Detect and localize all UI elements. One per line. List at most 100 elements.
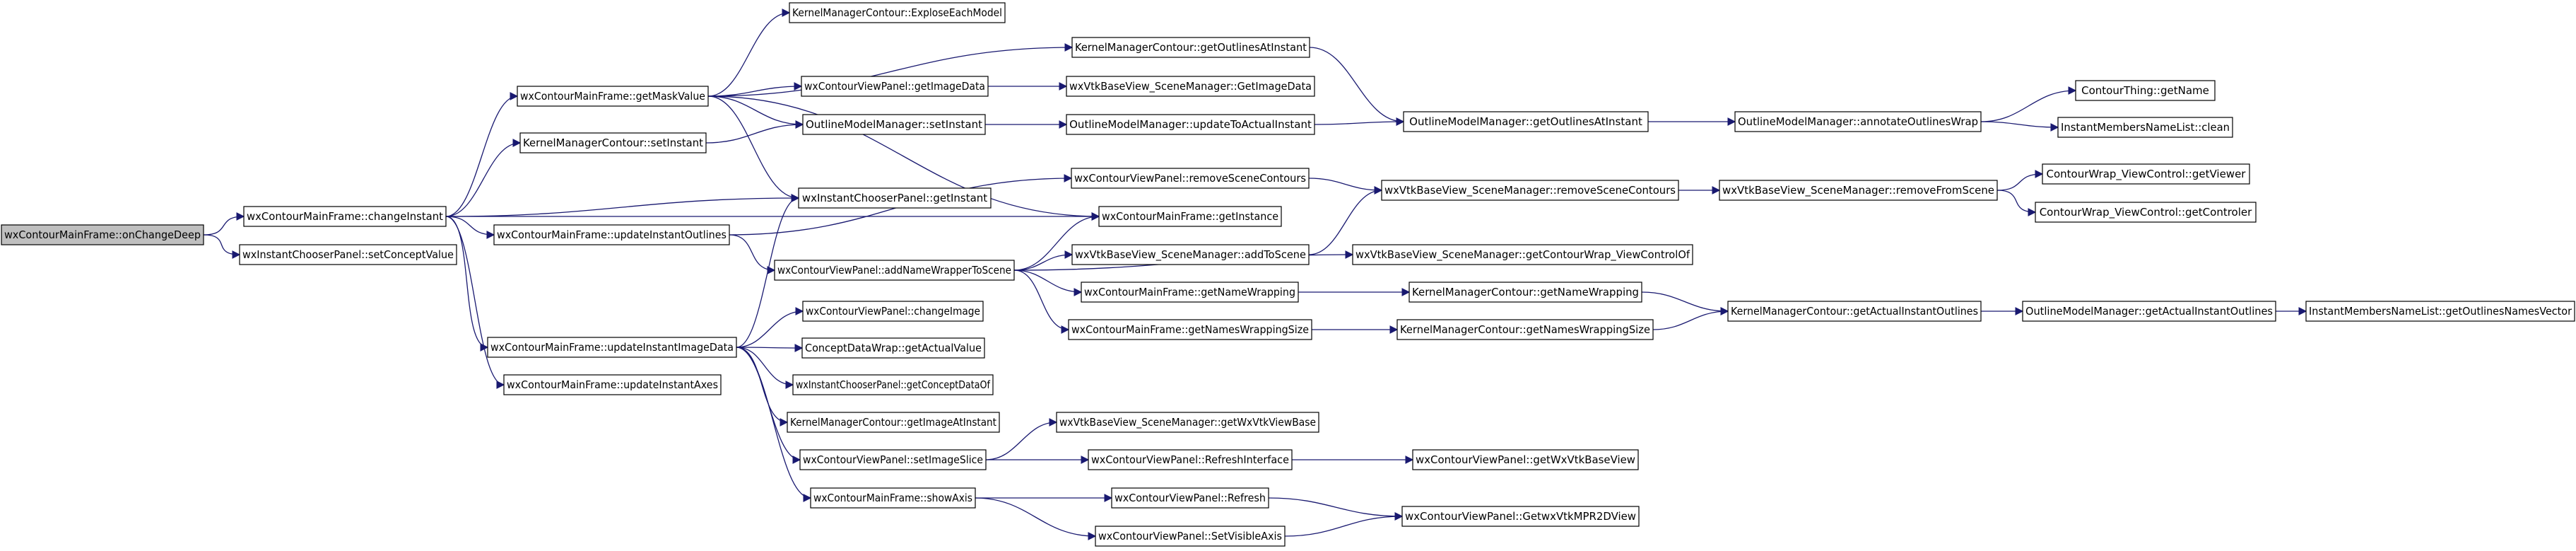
node-wxcontourviewpanel-changeimage[interactable]: wxContourViewPanel::changeImage <box>802 301 984 322</box>
node-label: wxContourViewPanel::SetVisibleAxis <box>1098 530 1282 543</box>
edge-cvpr-to-cvpgmpr <box>1268 497 1404 521</box>
node-wxcontourviewpanel-setimageslice[interactable]: wxContourViewPanel::setImageSlice <box>799 449 987 470</box>
node-wxcontourmainframe-getmaskvalue[interactable]: wxContourMainFrame::getMaskValue <box>517 86 709 107</box>
node-box <box>799 449 987 470</box>
edge-ci-to-uia <box>445 216 505 389</box>
node-kernelmanagercontour-setinstant[interactable]: KernelManagerContour::setInstant <box>519 132 707 153</box>
node-wxcontourmainframe-getnameswrappingsize[interactable]: wxContourMainFrame::getNamesWrappingSize <box>1068 319 1312 340</box>
edge-vrfs-to-cwgv <box>1996 170 2044 191</box>
node-wxcontourmainframe-updateinstantoutlines[interactable]: wxContourMainFrame::updateInstantOutline… <box>493 224 730 245</box>
node-outlinemodelmanager-getoutlinesatinstant[interactable]: OutlineModelManager::getOutlinesAtInstan… <box>1403 111 1649 132</box>
node-wxcontourviewpanel-getwxvtkbaseview[interactable]: wxContourViewPanel::getWxVtkBaseView <box>1412 449 1639 470</box>
node-wxcontourviewpanel-refreshinterface[interactable]: wxContourViewPanel::RefreshInterface <box>1088 449 1293 470</box>
node-box <box>487 337 737 358</box>
edge-anwts-to-cmfgnws <box>1013 269 1070 334</box>
node-label: KernelManagerContour::getNamesWrappingSi… <box>1400 323 1650 336</box>
edge-uiid-to-gi <box>736 194 800 348</box>
node-box <box>1403 111 1649 132</box>
node-wxcontourmainframe-onchangedeep[interactable]: wxContourMainFrame::onChangeDeep <box>1 224 204 245</box>
node-wxvtkbaseview-scenemanager-getcontourwrap-viewcontrolof[interactable]: wxVtkBaseView_SceneManager::getContourWr… <box>1352 244 1693 265</box>
edge-kmcsi-to-omsi <box>705 120 804 144</box>
node-label: OutlineModelManager::updateToActualInsta… <box>1069 118 1312 131</box>
node-wxvtkbaseview-scenemanager-addtoscene[interactable]: wxVtkBaseView_SceneManager::addToScene <box>1071 244 1310 265</box>
node-wxcontourviewpanel-refresh[interactable]: wxContourViewPanel::Refresh <box>1111 487 1269 509</box>
node-label: wxContourMainFrame::changeInstant <box>247 210 443 223</box>
node-box <box>2035 202 2257 223</box>
node-wxcontourmainframe-changeinstant[interactable]: wxContourMainFrame::changeInstant <box>243 206 447 227</box>
node-label: wxContourMainFrame::getMaskValue <box>520 90 705 103</box>
edge-cvpsva-to-cvpgmpr <box>1284 512 1404 537</box>
edge-gmv-to-omsi <box>707 95 804 129</box>
node-wxcontourviewpanel-getwxvtkmpr2dview[interactable]: wxContourViewPanel::GetwxVtkMPR2DView <box>1401 506 1640 527</box>
edge-ci-to-kmcsi <box>445 139 522 217</box>
node-contourthing-getname[interactable]: ContourThing::getName <box>2075 80 2216 101</box>
edge-uiid-to-cvpci <box>736 307 804 348</box>
node-wxcontourmainframe-showaxis[interactable]: wxContourMainFrame::showAxis <box>810 487 976 509</box>
node-box <box>810 487 976 509</box>
node-box <box>792 374 994 395</box>
node-box <box>2022 301 2276 322</box>
node-box <box>774 260 1015 281</box>
edge-anwts-to-cmfgi <box>1013 212 1100 271</box>
node-label: wxContourViewPanel::setImageSlice <box>803 453 983 466</box>
node-outlinemodelmanager-updatetoactualinstant[interactable]: OutlineModelManager::updateToActualInsta… <box>1066 114 1315 135</box>
node-wxvtkbaseview-scenemanager-removescenecontours[interactable]: wxVtkBaseView_SceneManager::removeSceneC… <box>1381 180 1679 201</box>
node-kernelmanagercontour-exploseeachmodel[interactable]: KernelManagerContour::ExploseEachModel <box>789 2 1006 23</box>
node-label: ContourThing::getName <box>2081 84 2209 97</box>
node-wxvtkbaseview-scenemanager-getimagedata[interactable]: wxVtkBaseView_SceneManager::GetImageData <box>1066 76 1315 97</box>
node-box <box>1068 319 1312 340</box>
node-wxcontourmainframe-getnamewrapping[interactable]: wxContourMainFrame::getNameWrapping <box>1081 282 1299 303</box>
node-label: KernelManagerContour::getNameWrapping <box>1412 286 1639 298</box>
node-wxcontourmainframe-getinstance[interactable]: wxContourMainFrame::getInstance <box>1098 206 1282 227</box>
node-label: KernelManagerContour::getImageAtInstant <box>790 416 996 429</box>
node-box <box>1408 282 1642 303</box>
node-kernelmanagercontour-getoutlinesatinstant[interactable]: KernelManagerContour::getOutlinesAtInsta… <box>1071 37 1310 58</box>
node-box <box>1071 37 1310 58</box>
node-box <box>2305 301 2575 322</box>
node-label: wxContourViewPanel::GetwxVtkMPR2DView <box>1405 510 1636 523</box>
node-outlinemodelmanager-setinstant[interactable]: OutlineModelManager::setInstant <box>802 114 986 135</box>
node-wxcontourviewpanel-removescenecontours[interactable]: wxContourViewPanel::removeSceneContours <box>1071 168 1310 189</box>
node-label: wxVtkBaseView_SceneManager::getContourWr… <box>1355 248 1690 262</box>
node-wxcontourviewpanel-getimagedata[interactable]: wxContourViewPanel::getImageData <box>801 76 989 97</box>
node-wxvtkbaseview-scenemanager-removefromscene[interactable]: wxVtkBaseView_SceneManager::removeFromSc… <box>1719 180 1998 201</box>
node-conceptdatawrap-getactualvalue[interactable]: ConceptDataWrap::getActualValue <box>801 337 985 359</box>
node-box <box>1396 319 1654 340</box>
edge-omaow-to-imnlc <box>1980 121 2059 132</box>
edge-cmfsa-to-cvpsva <box>975 497 1097 540</box>
node-wxinstantchooserpanel-getinstant[interactable]: wxInstantChooserPanel::getInstant <box>798 187 992 209</box>
node-outlinemodelmanager-getactualinstantoutlines[interactable]: OutlineModelManager::getActualInstantOut… <box>2022 301 2276 322</box>
node-box <box>801 76 989 97</box>
node-box <box>1066 114 1315 135</box>
node-wxcontourviewpanel-addnamewrappertoscene[interactable]: wxContourViewPanel::addNameWrapperToScen… <box>774 260 1015 281</box>
node-label: wxVtkBaseView_SceneManager::removeSceneC… <box>1384 184 1676 197</box>
node-label: wxVtkBaseView_SceneManager::getWxVtkView… <box>1059 416 1316 429</box>
node-label: KernelManagerContour::ExploseEachModel <box>792 6 1002 19</box>
node-label: OutlineModelManager::getActualInstantOut… <box>2025 305 2273 318</box>
node-wxcontourviewpanel-setvisibleaxis[interactable]: wxContourViewPanel::SetVisibleAxis <box>1095 526 1286 547</box>
node-box <box>1071 168 1310 189</box>
node-outlinemodelmanager-annotateoutlineswrap[interactable]: OutlineModelManager::annotateOutlinesWra… <box>1734 111 1982 132</box>
node-wxcontourmainframe-updateinstantimagedata[interactable]: wxContourMainFrame::updateInstantImageDa… <box>487 337 737 358</box>
node-instantmembersnamelist-clean[interactable]: InstantMembersNameList::clean <box>2057 117 2233 138</box>
node-wxvtkbaseview-scenemanager-getwxvtkviewbase[interactable]: wxVtkBaseView_SceneManager::getWxVtkView… <box>1056 412 1319 433</box>
node-label: wxContourViewPanel::Refresh <box>1114 492 1266 504</box>
node-wxinstantchooserpanel-getconceptdataof[interactable]: wxInstantChooserPanel::getConceptDataOf <box>792 374 994 395</box>
node-instantmembersnamelist-getoutlinesnamesvector[interactable]: InstantMembersNameList::getOutlinesNames… <box>2305 301 2575 322</box>
node-kernelmanagercontour-getnameswrappingsize[interactable]: KernelManagerContour::getNamesWrappingSi… <box>1396 319 1654 340</box>
node-kernelmanagercontour-getnamewrapping[interactable]: KernelManagerContour::getNameWrapping <box>1408 282 1642 303</box>
node-label: wxContourMainFrame::showAxis <box>813 492 972 504</box>
node-box <box>2042 163 2250 185</box>
node-box <box>517 86 709 107</box>
node-box <box>1071 244 1310 265</box>
node-label: wxInstantChooserPanel::setConceptValue <box>242 248 454 261</box>
node-contourwrap-viewcontrol-getviewer[interactable]: ContourWrap_ViewControl::getViewer <box>2042 163 2250 185</box>
node-wxcontourmainframe-updateinstantaxes[interactable]: wxContourMainFrame::updateInstantAxes <box>503 374 722 395</box>
node-kernelmanagercontour-getimageatinstant[interactable]: KernelManagerContour::getImageAtInstant <box>787 412 1000 433</box>
node-contourwrap-viewcontrol-getcontroler[interactable]: ContourWrap_ViewControl::getControler <box>2035 202 2257 223</box>
node-wxinstantchooserpanel-setconceptvalue[interactable]: wxInstantChooserPanel::setConceptValue <box>239 244 457 265</box>
edge-omutai-to-omgoai <box>1314 117 1405 126</box>
node-kernelmanagercontour-getactualinstantoutlines[interactable]: KernelManagerContour::getActualInstantOu… <box>1727 301 1982 322</box>
